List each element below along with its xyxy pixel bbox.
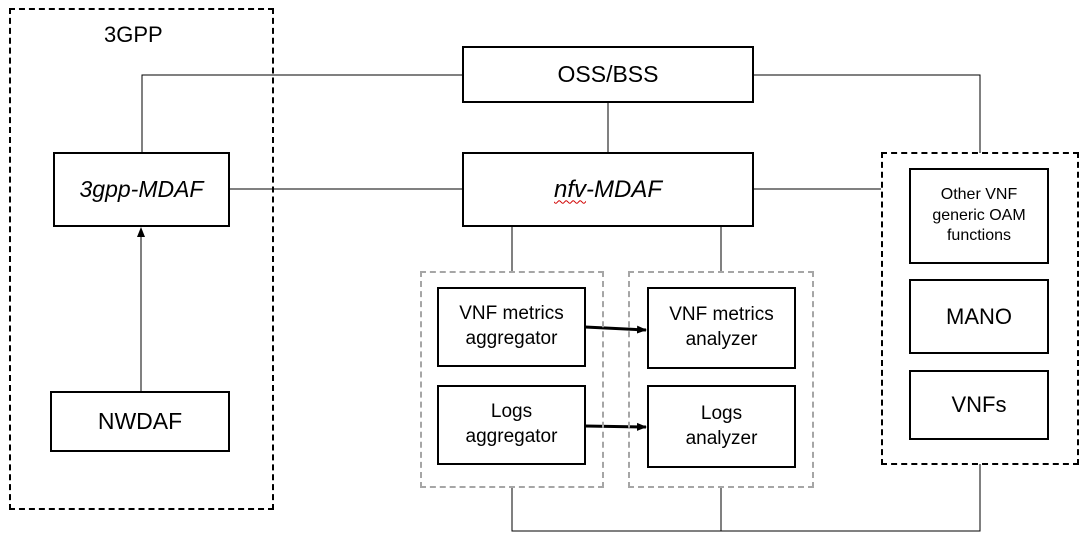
3gpp-mdaf-box: 3gpp-MDAF: [53, 152, 230, 227]
line-oss-to-3gpp-mdaf: [141, 74, 463, 153]
arrow-logs-aggregator-to-analyzer: [584, 422, 647, 431]
logs-analyzer-label: Logs analyzer: [686, 402, 758, 451]
vnfs-box: VNFs: [909, 370, 1049, 440]
vnf-metrics-analyzer-box: VNF metrics analyzer: [647, 287, 796, 369]
vnf-metrics-aggregator-label: VNF metrics aggregator: [459, 302, 564, 351]
logs-analyzer-line2: analyzer: [685, 427, 758, 449]
mano-box: MANO: [909, 279, 1049, 354]
logs-aggregator-line2: aggregator: [465, 426, 558, 447]
line-oss-to-vnf-group: [753, 74, 981, 153]
other-vnf-oam-line1: Other VNF: [940, 185, 1018, 203]
group-3gpp: [9, 8, 274, 510]
group-3gpp-title: 3GPP: [104, 22, 163, 47]
oss-bss-box: OSS/BSS: [462, 46, 754, 103]
logs-analyzer-line1: Logs: [700, 402, 743, 424]
group-aggregators: [420, 271, 604, 488]
logs-aggregator-line1: Logs: [490, 401, 533, 423]
nfv-mdaf-label: nfv-MDAF: [554, 176, 662, 204]
other-vnf-oam-box: Other VNF generic OAM functions: [909, 168, 1049, 264]
vnf-metrics-aggregator-box: VNF metrics aggregator: [437, 287, 586, 367]
logs-analyzer-box: Logs analyzer: [647, 385, 796, 468]
vnf-metrics-analyzer-line1: VNF metrics: [669, 304, 774, 326]
nwdaf-box: NWDAF: [50, 391, 230, 452]
nfv-mdaf-box: nfv-MDAF: [462, 152, 754, 227]
other-vnf-oam-label: Other VNF generic OAM functions: [932, 185, 1025, 247]
vnf-metrics-analyzer-line2: analyzer: [685, 329, 758, 350]
arrow-metrics-aggregator-to-analyzer: [584, 325, 647, 334]
vnf-metrics-aggregator-line2: aggregator: [465, 328, 558, 349]
nfv-mdaf-prefix: nfv: [554, 175, 587, 203]
vnf-metrics-aggregator-line1: VNF metrics: [459, 303, 564, 325]
vnf-metrics-analyzer-label: VNF metrics analyzer: [669, 303, 774, 352]
vnfs-label: VNFs: [951, 392, 1007, 417]
logs-aggregator-label: Logs aggregator: [466, 400, 558, 449]
logs-aggregator-box: Logs aggregator: [437, 385, 586, 465]
mano-label: MANO: [946, 303, 1012, 329]
group-vnf-management: [881, 152, 1079, 465]
line-bottom-bus: [511, 464, 981, 532]
other-vnf-oam-line3: functions: [946, 227, 1012, 245]
group-analyzers: [628, 271, 814, 488]
other-vnf-oam-line2: generic OAM: [932, 206, 1026, 224]
3gpp-mdaf-label: 3gpp-MDAF: [79, 176, 204, 202]
nwdaf-label: NWDAF: [97, 408, 183, 434]
oss-bss-label: OSS/BSS: [557, 61, 659, 87]
nfv-mdaf-suffix: -MDAF: [586, 175, 662, 203]
